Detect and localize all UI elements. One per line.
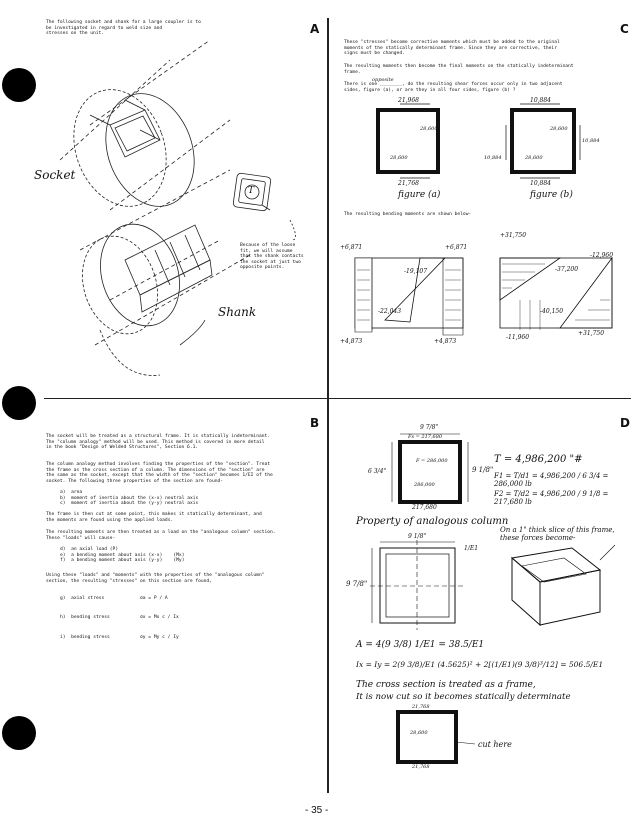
page-number: - 35 - bbox=[305, 805, 329, 816]
prop-item: a) area bbox=[60, 490, 83, 495]
fig-a-mid-value: 28,600 bbox=[390, 155, 408, 161]
panel-c-para2: The resulting moments then become the fi… bbox=[344, 64, 574, 75]
moment-a-label: -19,107 bbox=[404, 268, 428, 275]
d-box-mid: 286,000 bbox=[414, 482, 435, 488]
d-eq-f2: F2 = T/d2 = 4,986,200 / 9 1/8 = 217,680 … bbox=[494, 490, 609, 506]
stress-formula: σx = Mx c / Ix bbox=[140, 615, 179, 621]
load-item: f) a bending moment about axis (y-y) (My… bbox=[60, 558, 185, 564]
socket-label: Socket bbox=[34, 168, 76, 182]
d-slice-note: On a 1" thick slice of this frame, these… bbox=[500, 526, 615, 542]
binder-hole-2 bbox=[2, 386, 36, 420]
panel-c-para3: There is one ________, do the resulting … bbox=[344, 82, 563, 93]
stress-formula: σy = My c / Iy bbox=[140, 635, 179, 641]
panel-c-insert-word: opposite bbox=[372, 77, 394, 83]
fig-a-r1-value: 28,600 bbox=[420, 126, 438, 132]
d-cut-top: 21,768 bbox=[412, 704, 430, 710]
d-fig-dim-top: 9 1/8" bbox=[408, 533, 427, 540]
prop-item: c) moment of inertia about the (y-y) neu… bbox=[60, 501, 199, 507]
panel-c-para1: These "stresses" become corrective momen… bbox=[344, 40, 560, 57]
d-eq-area: A = 4(9 3/8) 1/E1 = 38.5/E1 bbox=[356, 640, 485, 650]
d-eq-inertia: Ix = Iy = 2(9 3/8)/E1 (4.5625)² + 2[(1/E… bbox=[356, 660, 604, 669]
panel-b-stresses: g) axial stress σa = P / A h) bending st… bbox=[60, 590, 179, 648]
panel-c-frame-figures bbox=[354, 103, 613, 336]
moment-a-label: -22,043 bbox=[378, 308, 402, 315]
d-box-fs2: F = 286,000 bbox=[416, 458, 448, 464]
vertical-divider bbox=[327, 18, 329, 793]
d-box-bottom: 217,680 bbox=[412, 504, 437, 511]
socket-shank-drawing bbox=[59, 39, 296, 376]
stress-row: g) axial stress σa = P / A bbox=[60, 590, 179, 608]
panel-b-para2: The column analogy method involves findi… bbox=[46, 462, 273, 484]
panel-letter-c: C bbox=[620, 22, 629, 36]
panel-b-para1: The socket will be treated as a structur… bbox=[46, 434, 271, 451]
stress-label: h) bending stress bbox=[60, 615, 110, 621]
fig-b-r1-value: 28,600 bbox=[550, 126, 568, 132]
moment-b-label: -12,960 bbox=[590, 252, 614, 259]
moment-b-label: +31,750 bbox=[500, 232, 527, 239]
torque-symbol: T bbox=[248, 186, 255, 196]
d-fig-dim-left: 9 7/8" bbox=[346, 580, 368, 588]
moment-a-label: +4,873 bbox=[340, 338, 363, 345]
shank-label: Shank bbox=[218, 305, 257, 319]
panel-b-para4: The resulting moments are then treated a… bbox=[46, 530, 276, 541]
stress-row: h) bending stress σx = Mx c / Ix bbox=[60, 608, 179, 628]
panel-letter-b: B bbox=[310, 416, 320, 430]
d-prop-title: Property of analogous column bbox=[356, 516, 509, 527]
horizontal-divider-right bbox=[329, 398, 631, 399]
panel-b-props: a) area b) moment of inertia about the (… bbox=[60, 490, 198, 507]
fig-a-top-value: 21,968 bbox=[398, 97, 419, 104]
fig-b-top-value: 10,884 bbox=[530, 97, 551, 104]
panel-letter-d: D bbox=[620, 416, 630, 430]
moment-a-label: +6,871 bbox=[340, 244, 363, 251]
d-cut-label: cut here bbox=[478, 740, 512, 749]
d-cut-mid: 28,600 bbox=[410, 730, 428, 736]
panel-letter-a: A bbox=[310, 22, 320, 36]
stress-formula: σa = P / A bbox=[140, 596, 168, 602]
d-fig-frac: 1/E1 bbox=[464, 545, 479, 552]
prop-item: b) moment of inertia about the (x-x) neu… bbox=[60, 495, 199, 501]
panel-b-loads: d) an axial load (P) e) a bending moment… bbox=[60, 547, 184, 564]
panel-b-para5: Using these "loads" and "moments" with t… bbox=[46, 573, 265, 584]
fig-b-caption: figure (b) bbox=[530, 190, 573, 200]
d-dim-right: 9 1/8" bbox=[472, 466, 494, 474]
load-item: e) a bending moment about axis (x-x) (Mx… bbox=[60, 552, 185, 558]
fig-b-bottom-value: 10,884 bbox=[530, 180, 551, 187]
d-cut-bottom: 21,768 bbox=[412, 764, 430, 770]
fig-a-caption: figure (a) bbox=[398, 190, 441, 200]
stress-label: i) bending stress bbox=[60, 635, 110, 641]
binder-hole-3 bbox=[2, 716, 36, 750]
moment-a-label: +6,871 bbox=[445, 244, 468, 251]
fig-b-left-value: 10,884 bbox=[484, 155, 502, 161]
load-item: d) an axial load (P) bbox=[60, 547, 119, 552]
moment-b-label: -37,200 bbox=[555, 266, 579, 273]
fig-b-mid-value: 28,600 bbox=[525, 155, 543, 161]
d-eq-f1: F1 = T/d1 = 4,986,200 / 6 3/4 = 286,000 … bbox=[494, 472, 609, 488]
stress-row: i) bending stress σy = My c / Iy bbox=[60, 628, 179, 648]
moment-a-label: +4,873 bbox=[434, 338, 457, 345]
d-box-fs: Fs = 217,680 bbox=[408, 434, 443, 440]
panel-a-intro: The following socket and shank for a lar… bbox=[46, 20, 201, 37]
fig-a-bottom-value: 21,768 bbox=[398, 180, 419, 187]
moment-b-label: +31,750 bbox=[578, 330, 605, 337]
panel-a-note: Because of the loose fit, we will assume… bbox=[240, 243, 304, 271]
panel-c-para4: The resulting bending moments are shown … bbox=[344, 212, 472, 217]
panel-b-para3: The frame is then cut at some point, thi… bbox=[46, 512, 262, 523]
horizontal-divider-left bbox=[44, 398, 327, 399]
d-statement-1: The cross section is treated as a frame, bbox=[356, 680, 536, 690]
d-dim-left: 6 3/4" bbox=[368, 468, 387, 475]
d-statement-2: It is now cut so it becomes statically d… bbox=[356, 692, 571, 702]
d-dim-top: 9 7/8" bbox=[420, 424, 439, 431]
stress-label: g) axial stress bbox=[60, 596, 105, 602]
fig-b-right-value: 10,884 bbox=[582, 138, 600, 144]
binder-hole-1 bbox=[2, 68, 36, 102]
d-eq-t: T = 4,986,200 "# bbox=[494, 454, 583, 465]
moment-b-label: -11,960 bbox=[506, 334, 530, 341]
moment-b-label: -40,150 bbox=[540, 308, 564, 315]
